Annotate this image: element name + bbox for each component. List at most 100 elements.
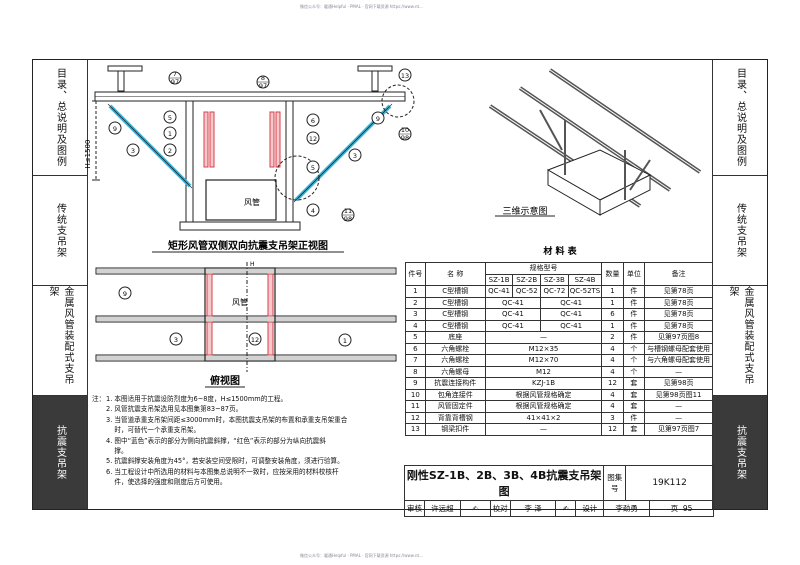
reviewer-name: 许远超 — [423, 500, 461, 517]
material-cell: 1 — [601, 296, 624, 309]
material-cell: QC-52 — [512, 285, 542, 298]
material-cell: 根据风管规格确定 — [484, 388, 603, 401]
material-cell: 11 — [405, 400, 426, 413]
material-cell: 套 — [622, 377, 646, 390]
material-cell: 13 — [405, 423, 426, 436]
left-nav-item-seismic[interactable]: 抗震支吊架 — [33, 396, 87, 509]
material-cell: QC-52TS — [567, 285, 603, 298]
col-name: 名 称 — [424, 262, 486, 286]
material-cell: 与槽钢螺母配套使用 — [644, 342, 713, 355]
material-cell: 1 — [405, 285, 426, 298]
page-number: 95 — [682, 504, 693, 513]
col-sz2b: SZ-2B — [512, 273, 542, 286]
material-cell: — — [644, 400, 713, 413]
title-block: 刚性SZ-1B、2B、3B、4B抗震支吊架图 图集号 19K112 审核 许远超… — [403, 465, 714, 517]
col-unit: 单位 — [622, 262, 646, 286]
material-cell: 件 — [622, 319, 646, 332]
note-item: 6. 当工程设计中所选用的材料与本图集总说明不一致时，应按采用的材料校核杆 — [106, 467, 339, 476]
material-cell: QC-41 — [540, 308, 603, 321]
material-cell: 件 — [622, 331, 646, 344]
material-cell: 件 — [622, 308, 646, 321]
left-nav-label: 抗震支吊架 — [54, 425, 66, 480]
material-cell: QC-72 — [540, 285, 569, 298]
material-cell: M12×35 — [484, 342, 603, 355]
material-cell: 见第78页 — [644, 296, 713, 309]
material-cell: 包角连接件 — [424, 388, 486, 401]
left-nav-label: 目录、总说明及图例 — [54, 68, 66, 167]
material-cell: 件 — [622, 411, 646, 424]
note-item: 1. 本图适用于抗震设防烈度为6~8度，H≤1500mm的工程。 — [106, 395, 288, 403]
material-cell: 2 — [601, 331, 624, 344]
material-cell: 底座 — [424, 331, 486, 344]
material-cell: M12 — [484, 365, 603, 378]
right-nav-item-traditional[interactable]: 传统支吊架 — [713, 176, 767, 286]
material-cell: — — [644, 365, 713, 378]
material-cell: 41×41×2 — [484, 411, 603, 424]
material-cell: 见第97页图7 — [644, 423, 713, 436]
right-nav-label: 目录、总说明及图例 — [734, 68, 746, 167]
material-cell: 12 — [405, 411, 426, 424]
material-cell: C型槽钢 — [424, 285, 486, 298]
material-cell: QC-41 — [540, 296, 603, 309]
material-table: 件号 名 称 规格型号 数量 单位 备注 SZ-1B SZ-2B SZ-3B S… — [405, 262, 713, 436]
designer-name: 李劲勇 — [603, 500, 651, 517]
material-cell: M12×70 — [484, 354, 603, 367]
right-nav-item-seismic[interactable]: 抗震支吊架 — [713, 396, 767, 509]
material-cell: 套 — [622, 388, 646, 401]
right-nav-label: 金属风管装配式支吊架 — [727, 286, 753, 385]
material-cell: 4 — [601, 388, 624, 401]
drawing-frame: 目录、总说明及图例 传统支吊架 金属风管装配式支吊架 抗震支吊架 目录、总说明及… — [32, 59, 768, 510]
left-nav-item-contents[interactable]: 目录、总说明及图例 — [33, 60, 87, 176]
header-watermark: 微信公众号：暖通Helpful · PMAL · 官网下载资源 https://… — [300, 4, 423, 9]
material-cell: 风管固定件 — [424, 400, 486, 413]
material-cell: QC-41 — [540, 319, 603, 332]
left-nav: 目录、总说明及图例 传统支吊架 金属风管装配式支吊架 抗震支吊架 — [33, 60, 88, 509]
atlas-label: 图集号 — [603, 465, 627, 501]
col-remark: 备注 — [644, 262, 713, 286]
material-cell: 见第78页 — [644, 319, 713, 332]
col-item: 件号 — [405, 262, 426, 286]
checker-name: 李 泽 — [509, 500, 557, 517]
material-cell: 12 — [601, 423, 624, 436]
material-cell: 钢梁扣件 — [424, 423, 486, 436]
right-nav-item-assembly[interactable]: 金属风管装配式支吊架 — [713, 286, 767, 396]
material-cell: 件 — [622, 285, 646, 298]
review-label: 审核 — [404, 500, 425, 517]
material-cell: 4 — [601, 365, 624, 378]
page-cell: 页 95 — [649, 500, 714, 517]
reviewer-signature: ✍ — [459, 500, 491, 517]
material-cell: 抗震连接构件 — [424, 377, 486, 390]
material-cell: 个 — [622, 342, 646, 355]
right-nav: 目录、总说明及图例 传统支吊架 金属风管装配式支吊架 抗震支吊架 — [712, 60, 767, 509]
left-nav-item-traditional[interactable]: 传统支吊架 — [33, 176, 87, 286]
material-cell: — — [484, 331, 603, 344]
material-cell: 7 — [405, 354, 426, 367]
material-cell: 1 — [601, 285, 624, 298]
material-cell: 8 — [405, 365, 426, 378]
material-cell: QC-41 — [484, 296, 542, 309]
page-label: 页 — [670, 504, 679, 513]
left-nav-item-assembly[interactable]: 金属风管装配式支吊架 — [33, 286, 87, 396]
material-cell: — — [484, 423, 603, 436]
right-nav-label: 抗震支吊架 — [734, 425, 746, 480]
material-cell: 见第78页 — [644, 285, 713, 298]
material-cell: 与六角螺母配套使用 — [644, 354, 713, 367]
material-cell: 3 — [601, 411, 624, 424]
material-cell: 套 — [622, 423, 646, 436]
right-nav-item-contents[interactable]: 目录、总说明及图例 — [713, 60, 767, 176]
material-cell: QC-41 — [484, 308, 542, 321]
material-cell: QC-41 — [484, 285, 514, 298]
material-cell: 4 — [601, 354, 624, 367]
material-cell: 5 — [405, 331, 426, 344]
material-cell: KZJ-1B — [484, 377, 603, 390]
